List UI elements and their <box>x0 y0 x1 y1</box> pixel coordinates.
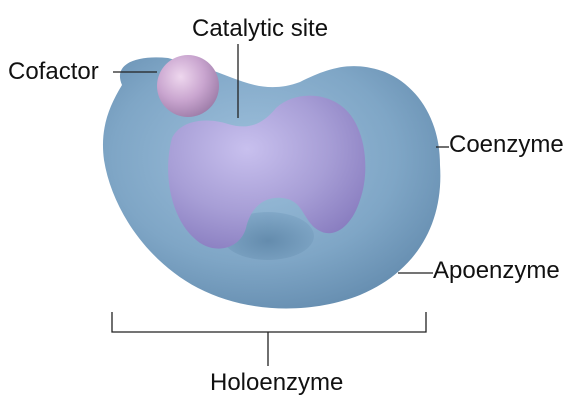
cofactor-label: Cofactor <box>8 60 99 84</box>
cofactor-sphere <box>157 55 219 117</box>
catalytic-site-label: Catalytic site <box>192 17 328 41</box>
apoenzyme-label: Apoenzyme <box>433 259 560 283</box>
coenzyme-label: Coenzyme <box>449 133 564 157</box>
holoenzyme-label: Holoenzyme <box>210 371 343 395</box>
holoenzyme-bracket <box>112 312 426 366</box>
